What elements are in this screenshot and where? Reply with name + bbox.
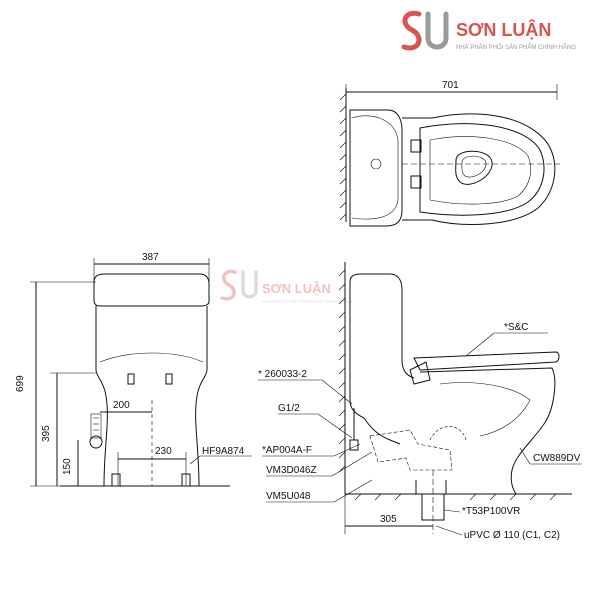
hinge-icon (410, 139, 422, 153)
watermark: SƠN LUẬN NHÀ PHÂN PHỐI SẢN PHẨM CHÍNH HÃ… (220, 269, 353, 304)
dim-387: 387 (142, 252, 159, 263)
top-tank (349, 109, 403, 227)
logo-mark-icon (401, 10, 449, 51)
side-bowl-front (419, 367, 556, 495)
dim-230: 230 (155, 446, 172, 457)
part-t53p100vr: *T53P100VR (462, 506, 520, 517)
top-view: 701 (339, 80, 560, 227)
top-seat (419, 123, 545, 216)
front-body-left (95, 306, 108, 487)
dim-701: 701 (442, 80, 459, 91)
front-body-right (195, 306, 208, 487)
part-260033-2: * 260033-2 (258, 369, 307, 380)
brand-tagline: NHÀ PHÂN PHỐI SẢN PHẨM CHÍNH HÃNG (456, 44, 576, 51)
part-vm3d046z: VM3D046Z (266, 465, 317, 476)
side-view: * 260033-2 G1/2 *AP004A-F VM3D046Z VM5U0… (258, 262, 582, 541)
dim-305: 305 (380, 514, 397, 525)
side-floor-hatch (354, 493, 557, 501)
top-wall-hatch (339, 93, 347, 221)
side-tank (349, 273, 415, 379)
watermark-name: SƠN LUẬN (262, 281, 331, 296)
top-outlet (455, 150, 493, 185)
dim-699: 699 (15, 375, 26, 392)
dim-150: 150 (62, 458, 73, 475)
hinge-icon (410, 175, 422, 189)
part-g12: G1/2 (278, 403, 300, 414)
part-upvc: uPVC Ø 110 (C1, C2) (464, 530, 560, 541)
dim-200: 200 (113, 400, 130, 411)
top-bowl (402, 113, 556, 225)
floor-bolt-icon (111, 473, 121, 487)
water-inlet-icon (89, 413, 103, 449)
floor-bolt-icon (181, 473, 191, 487)
watermark-tagline: NHÀ PHÂN PHỐI SẢN PHẨM CHÍNH HÃNG (262, 298, 353, 304)
front-view: 387 699 395 150 (15, 252, 252, 487)
side-trap (369, 429, 453, 471)
part-sc: *S&C (504, 322, 528, 333)
side-seat-lid (413, 351, 560, 371)
dim-395: 395 (41, 425, 52, 442)
flush-button-icon (370, 158, 382, 170)
brand-name: SƠN LUẬN (456, 19, 551, 40)
side-hinge (409, 361, 431, 385)
part-vm5u048: VM5U048 (266, 491, 311, 502)
part-cw889dv: CW889DV (533, 453, 581, 464)
brand-logo: SƠN LUẬN NHÀ PHÂN PHỐI SẢN PHẨM CHÍNH HÃ… (401, 10, 576, 51)
part-hf9a874: HF9A874 (202, 446, 245, 457)
part-ap004a-f: *AP004A-F (262, 445, 312, 456)
front-valve-icon (127, 373, 173, 385)
front-tank (93, 273, 210, 307)
